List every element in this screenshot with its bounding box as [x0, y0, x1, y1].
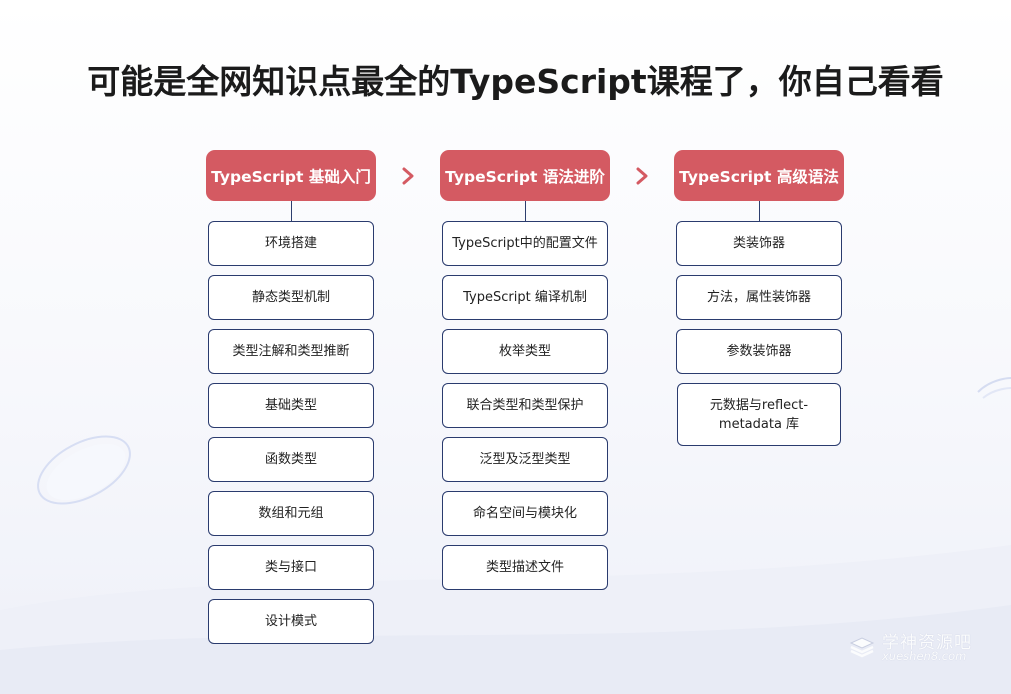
column-header: TypeScript 语法进阶 — [440, 150, 610, 201]
topic-box: 类装饰器 — [676, 221, 842, 266]
topic-box: 基础类型 — [208, 383, 374, 428]
page-title: 可能是全网知识点最全的TypeScript课程了，你自己看看 — [87, 62, 944, 101]
chevron-right-icon — [636, 167, 648, 185]
connector-line — [291, 201, 292, 221]
topic-box: 环境搭建 — [208, 221, 374, 266]
topic-box: 函数类型 — [208, 437, 374, 482]
topic-box: 联合类型和类型保护 — [442, 383, 608, 428]
topic-box: 泛型及泛型类型 — [442, 437, 608, 482]
topic-box: TypeScript 编译机制 — [442, 275, 608, 320]
topic-box: TypeScript中的配置文件 — [442, 221, 608, 266]
topic-box: 类型描述文件 — [442, 545, 608, 590]
column-header: TypeScript 高级语法 — [674, 150, 844, 201]
topic-box: 类与接口 — [208, 545, 374, 590]
topic-box: 参数装饰器 — [676, 329, 842, 374]
topic-box: 类型注解和类型推断 — [208, 329, 374, 374]
chevron-right-icon — [402, 167, 414, 185]
watermark: 学神资源吧 xueshen8.com — [848, 626, 998, 670]
watermark-url: xueshen8.com — [882, 649, 967, 663]
topic-box: 方法，属性装饰器 — [676, 275, 842, 320]
topic-box: 枚举类型 — [442, 329, 608, 374]
watermark-text: 学神资源吧 — [882, 633, 972, 653]
topic-box: 数组和元组 — [208, 491, 374, 536]
topic-box: 静态类型机制 — [208, 275, 374, 320]
topic-box: 命名空间与模块化 — [442, 491, 608, 536]
topic-box: 设计模式 — [208, 599, 374, 644]
connector-line — [525, 201, 526, 221]
connector-line — [759, 201, 760, 221]
stack-logo-icon — [849, 637, 875, 658]
topic-box: 元数据与reflect-metadata 库 — [677, 383, 841, 446]
column-header: TypeScript 基础入门 — [206, 150, 376, 201]
